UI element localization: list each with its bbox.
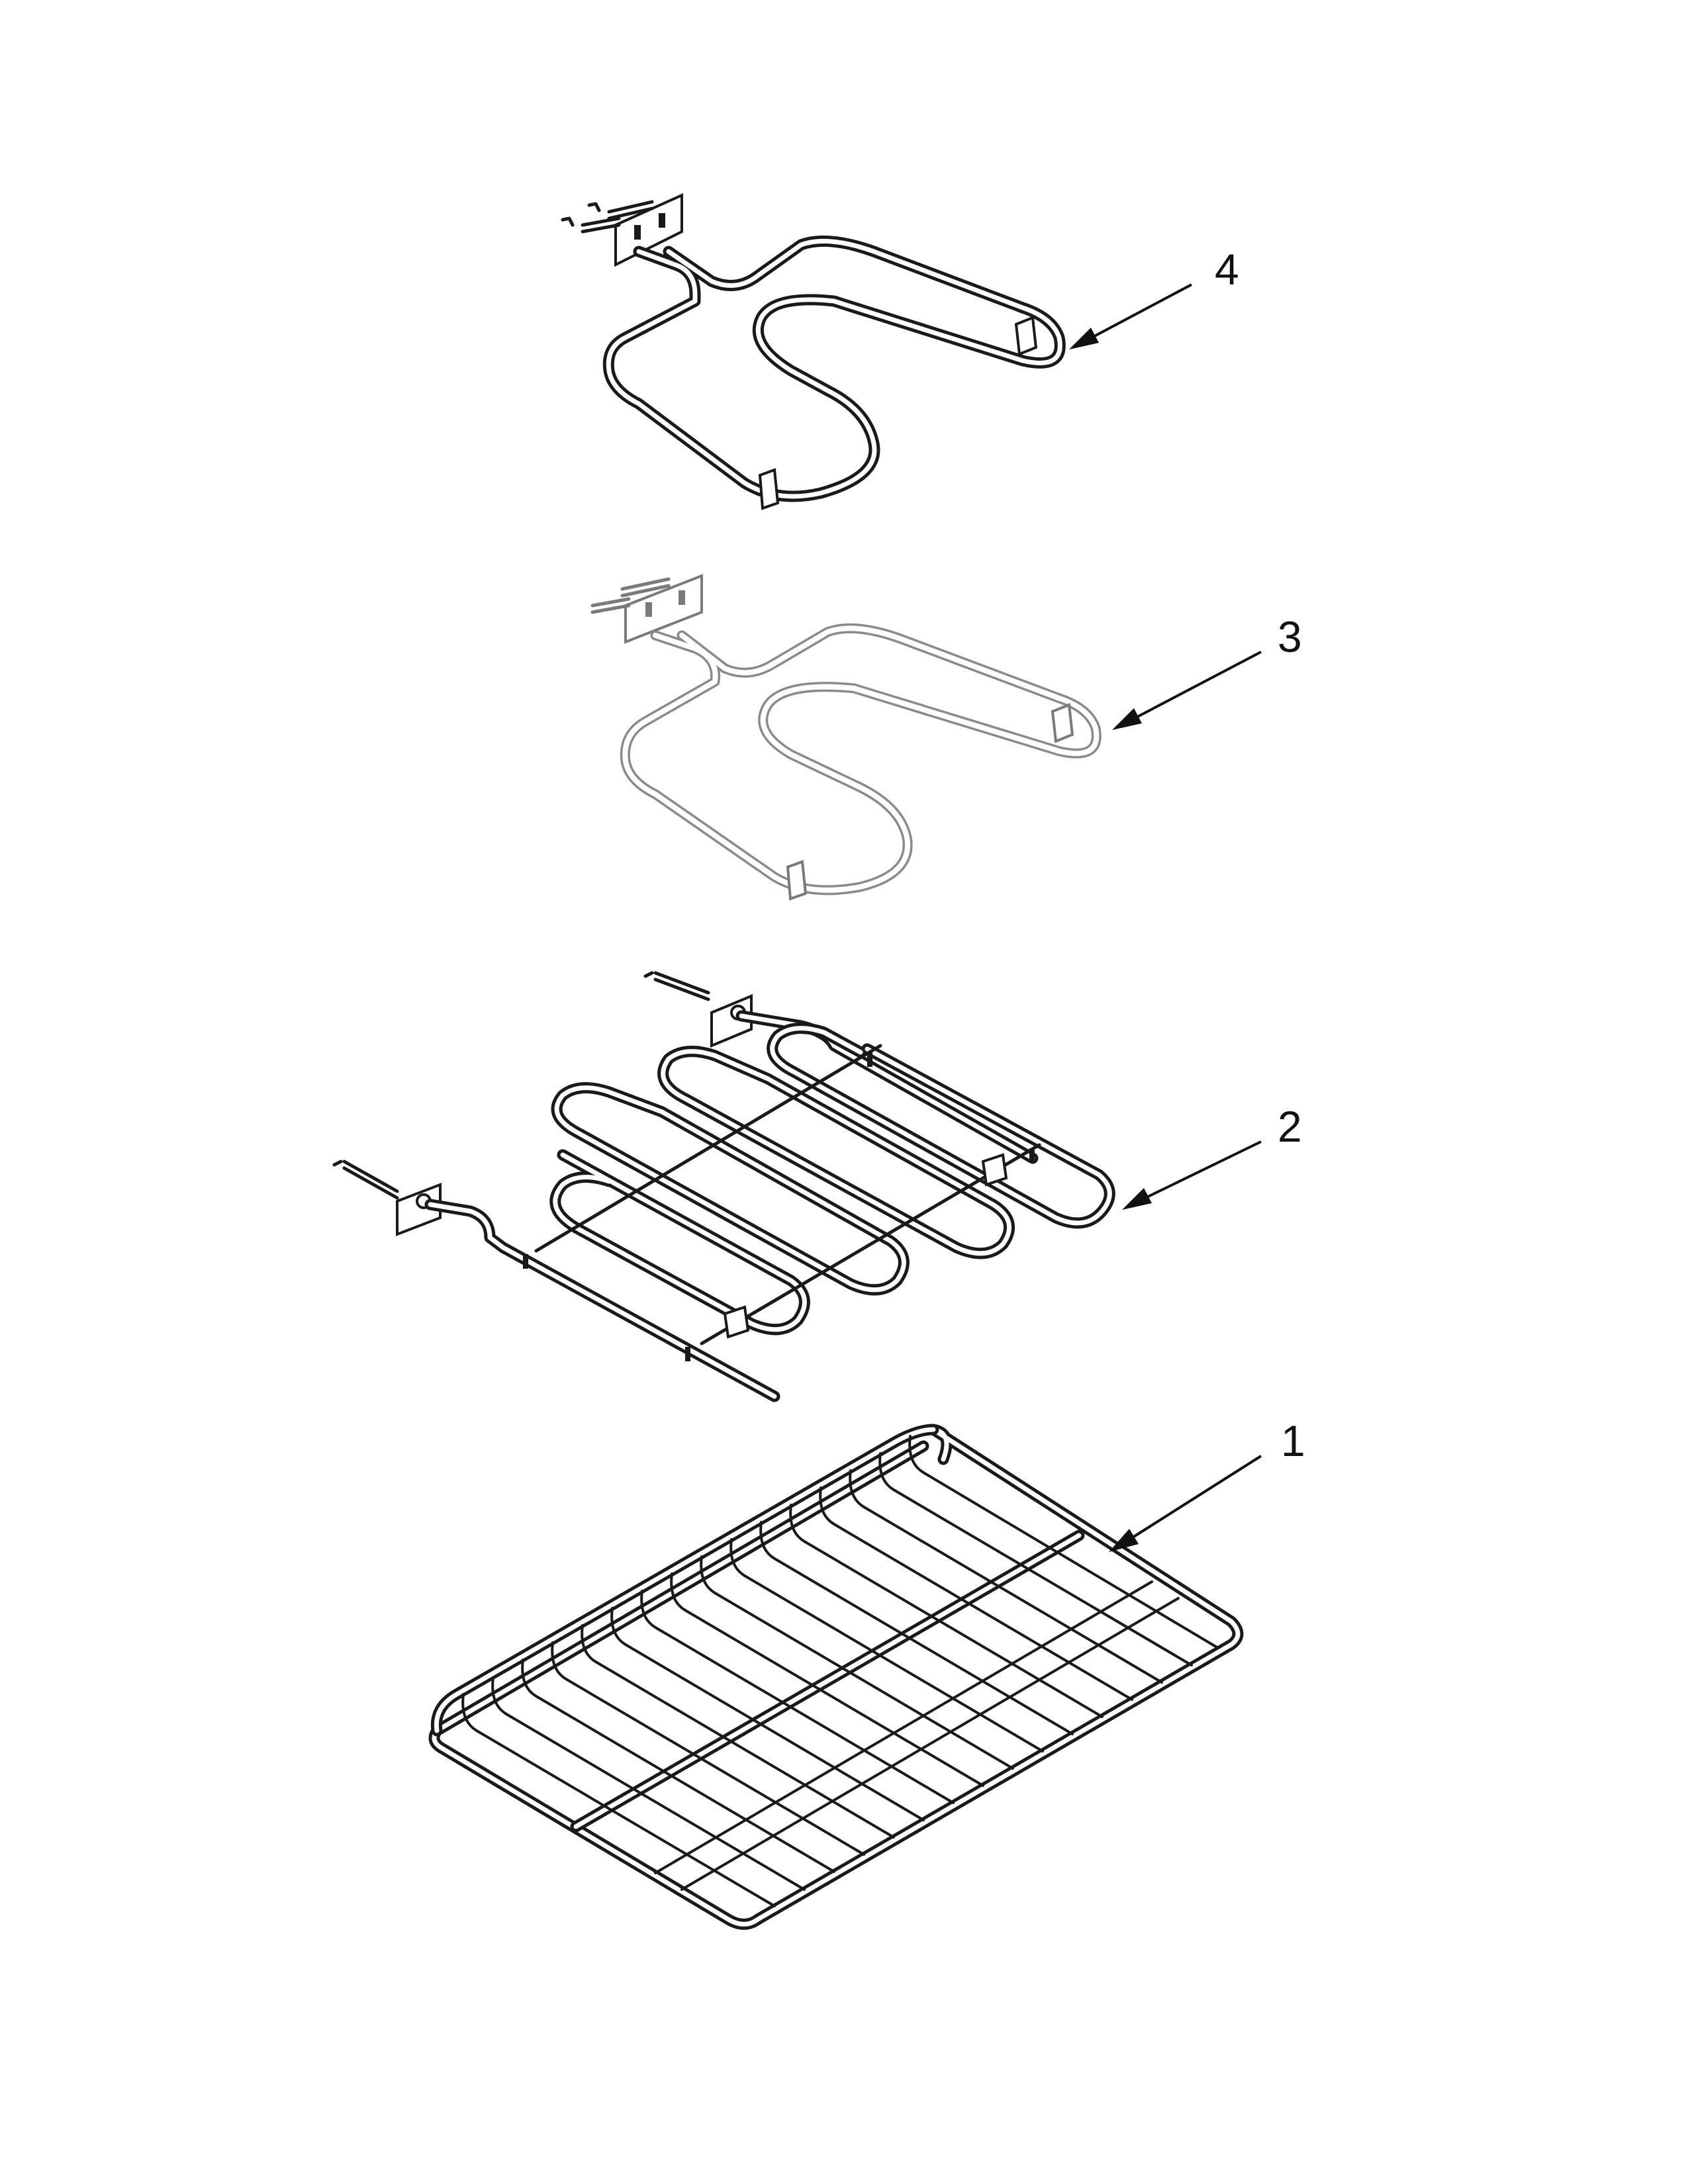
callout-3-label: 3 — [1278, 612, 1302, 661]
part-1-oven-rack[interactable] — [428, 1424, 1244, 1930]
callout-2-label: 2 — [1278, 1102, 1302, 1151]
callout-3: 3 — [1112, 612, 1302, 730]
part-2-terminal-upper — [643, 971, 753, 1048]
part-4-terminal-bracket — [561, 193, 683, 267]
callout-1-label: 1 — [1281, 1416, 1305, 1465]
part-4-support-clips — [758, 316, 1038, 510]
part-3-support-clips — [786, 703, 1074, 901]
part-2-terminal-lower — [332, 1160, 442, 1236]
callout-4: 4 — [1069, 245, 1239, 349]
part-3-terminal-bracket — [590, 574, 703, 644]
callout-1: 1 — [1109, 1416, 1305, 1552]
part-2-support-clips — [523, 1052, 1035, 1361]
callout-4-label: 4 — [1215, 245, 1239, 294]
part-4-broil-element[interactable] — [561, 193, 1066, 510]
part-2-bake-element[interactable] — [332, 971, 1115, 1402]
part-1-rack-wires — [461, 1435, 1219, 1907]
callout-2: 2 — [1122, 1102, 1302, 1210]
part-3-broil-element[interactable] — [590, 574, 1102, 901]
